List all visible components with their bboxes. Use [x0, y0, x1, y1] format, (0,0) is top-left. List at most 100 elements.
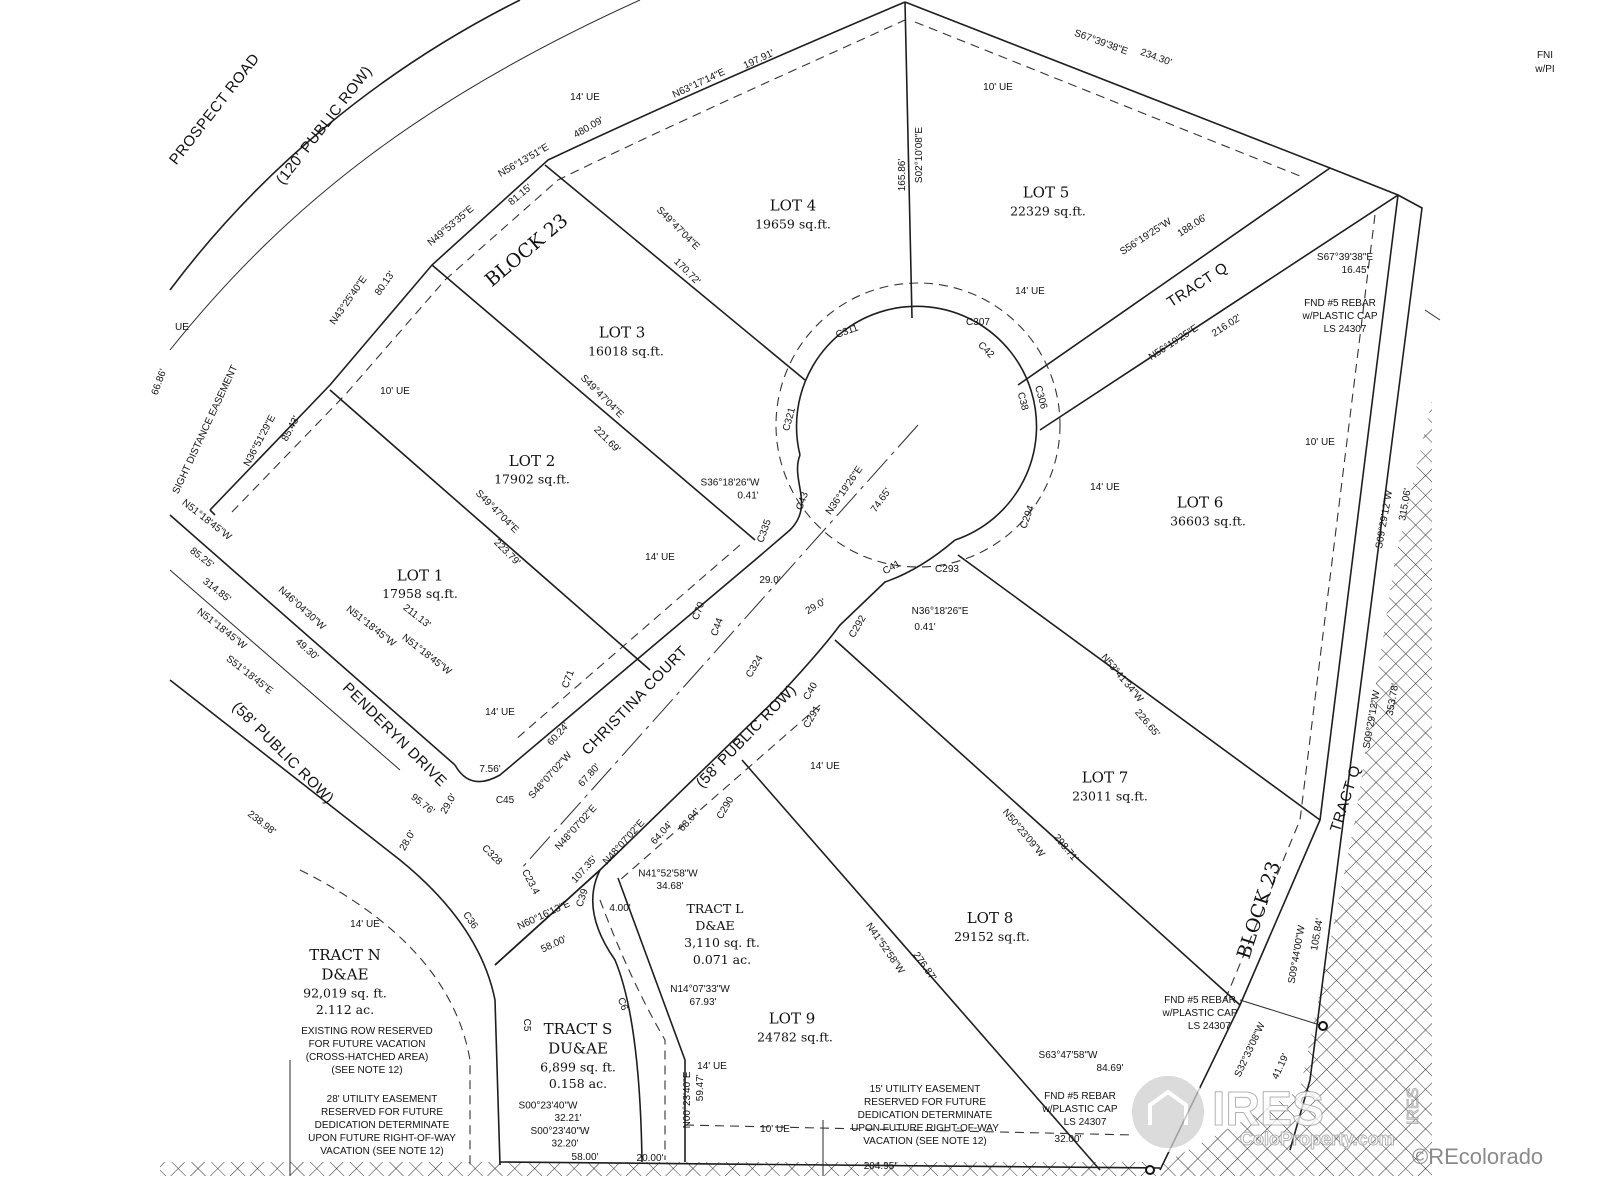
dimension-label: C311 [834, 322, 860, 340]
dimension-label: 29.0' [804, 597, 828, 617]
dimension-label: 84.69' [1097, 1063, 1124, 1074]
dimension-label: N51°18'45"W [400, 632, 454, 678]
dimension-label: 4.00' [609, 903, 630, 914]
dimension-label: 28.0' [398, 829, 418, 853]
dimension-label: 85.25' [188, 546, 216, 571]
lot-line [329, 389, 651, 671]
dimension-label: C5 [521, 1019, 532, 1032]
dimension-label: S36°18'26"W [701, 478, 760, 489]
dimension-label: 223.79' [491, 537, 522, 568]
dimension-label: 10' UE [1305, 437, 1335, 448]
dimension-label: 49.30' [293, 637, 320, 663]
lot-line [494, 869, 601, 966]
note-text: FND #5 REBAR [1044, 1091, 1116, 1102]
dimension-label: N51°18'45"W [195, 606, 249, 652]
lot-line [834, 639, 1241, 1006]
dimension-label: N48°07'02"E [601, 817, 647, 867]
dimension-label: 7.56' [479, 764, 500, 775]
dimension-label: 10' UE [760, 1124, 790, 1135]
dimension-label: C41 [881, 558, 903, 577]
dimension-label: S49°47'04"E [473, 488, 521, 536]
note-text: VACATION (SEE NOTE 12) [863, 1136, 987, 1147]
dimension-label: N36°51'29"E [242, 413, 278, 469]
dimension-label: S49°47'04"E [654, 205, 702, 253]
lot-east-line [1159, 194, 1399, 1171]
penderyn-north-edge [169, 514, 456, 766]
dimension-label: 14' UE [570, 92, 600, 103]
dimension-label: C44 [709, 616, 726, 637]
dimension-label: C335 [755, 518, 774, 545]
tract-label: 0.158 ac. [549, 1076, 607, 1091]
ue-line-east-top [914, 21, 1306, 179]
watermark-side: IRES [1405, 1088, 1422, 1125]
road-name: (120' PUBLIC ROW) [273, 63, 376, 188]
lot-line [904, 1, 913, 319]
dimension-label: 234.30' [1139, 47, 1173, 68]
lot-label: LOT 7 [1082, 769, 1129, 787]
dimension-label: 238.98' [245, 809, 277, 838]
tract-q-line [1017, 167, 1331, 386]
note-text: RESERVED FOR FUTURE [321, 1107, 443, 1118]
ue-line-east [1224, 214, 1376, 1001]
dimension-label: S32°33'08"W [1233, 1020, 1268, 1079]
cul-de-sac-ue [775, 282, 1061, 568]
dimension-label: 14' UE [810, 761, 840, 772]
road-name: PROSPECT ROAD [166, 50, 263, 168]
tract-label: TRACT L [687, 901, 744, 916]
dimension-label: N51°18'45"W [344, 604, 398, 650]
dimension-label: 216.02' [1210, 313, 1243, 340]
dimension-label: 16.45' [1342, 265, 1369, 276]
tract-q-line [1039, 194, 1399, 431]
dimension-label: N49°53'35"E [426, 203, 477, 248]
ue-line-court [514, 544, 741, 741]
lot-label: LOT 6 [1177, 494, 1224, 512]
lot-label: 17902 sq.ft. [494, 472, 570, 487]
note-text: SIGHT DISTANCE EASEMENT [171, 364, 240, 496]
block-boundary-north [209, 1, 906, 511]
ue-line-tract [599, 899, 666, 1160]
tract-label: DU&AE [548, 1040, 608, 1058]
lot-label: LOT 5 [1023, 184, 1070, 202]
dimension-label: 68.04' [677, 807, 703, 834]
dimension-label: 165.86' [897, 159, 908, 192]
dimension-label: 105.84' [1309, 918, 1325, 952]
dimension-label: 74.65' [869, 486, 894, 514]
dimension-label: N14°07'33"W [670, 984, 730, 995]
dimension-label: 14' UE [485, 707, 515, 718]
block-boundary-east [1289, 167, 1423, 1151]
dimension-label: S02°10'08"E [914, 127, 925, 183]
dimension-label: C328 [479, 843, 504, 868]
prospect-road-edge-inner [169, 0, 641, 351]
dimension-label: N51°18'45"W [180, 497, 234, 543]
christina-court-west-edge [454, 454, 803, 783]
dimension-label: N46°04'30"W [276, 585, 328, 633]
dimension-label: N56°13'51"E [496, 142, 551, 180]
dimension-label: C290 [715, 795, 737, 822]
dimension-label: N36°18'26"E [912, 606, 969, 617]
dimension-label: C71 [560, 668, 577, 689]
dimension-label: 95.76' [408, 792, 436, 817]
note-text: LS 24307 [1324, 324, 1367, 335]
lot-label: LOT 8 [967, 909, 1014, 927]
dimension-label: C43 [794, 490, 811, 511]
ires-watermark: IRES ColoProperty.com IRES [1128, 1072, 1423, 1152]
dimension-label: 64.04' [649, 820, 675, 847]
dimension-label: C324 [744, 653, 766, 680]
dimension-label: 14' UE [1015, 286, 1045, 297]
christina-court-east-edge [494, 539, 956, 966]
block-boundary-east-top [904, 1, 1331, 169]
tract-label: D&AE [695, 918, 734, 933]
dimension-label: S09°44'00"W [1287, 924, 1308, 985]
road-name: (58' PUBLIC ROW) [229, 699, 338, 808]
tract-label: D&AE [321, 966, 368, 984]
dimension-label: 41.19' [1270, 1052, 1291, 1081]
tract-label: TRACT Q [1164, 259, 1231, 311]
dimension-label: 10' UE [983, 82, 1013, 93]
dimension-label: 211.13' [401, 602, 433, 630]
ue-line-south [684, 1124, 1136, 1136]
dimension-label: 59.47' [695, 1074, 706, 1101]
tract-label: 6,899 sq. ft. [540, 1059, 616, 1074]
note-text: UPON FUTURE RIGHT-OF-WAY [851, 1123, 999, 1134]
tract-label: TRACT S [544, 1020, 613, 1038]
